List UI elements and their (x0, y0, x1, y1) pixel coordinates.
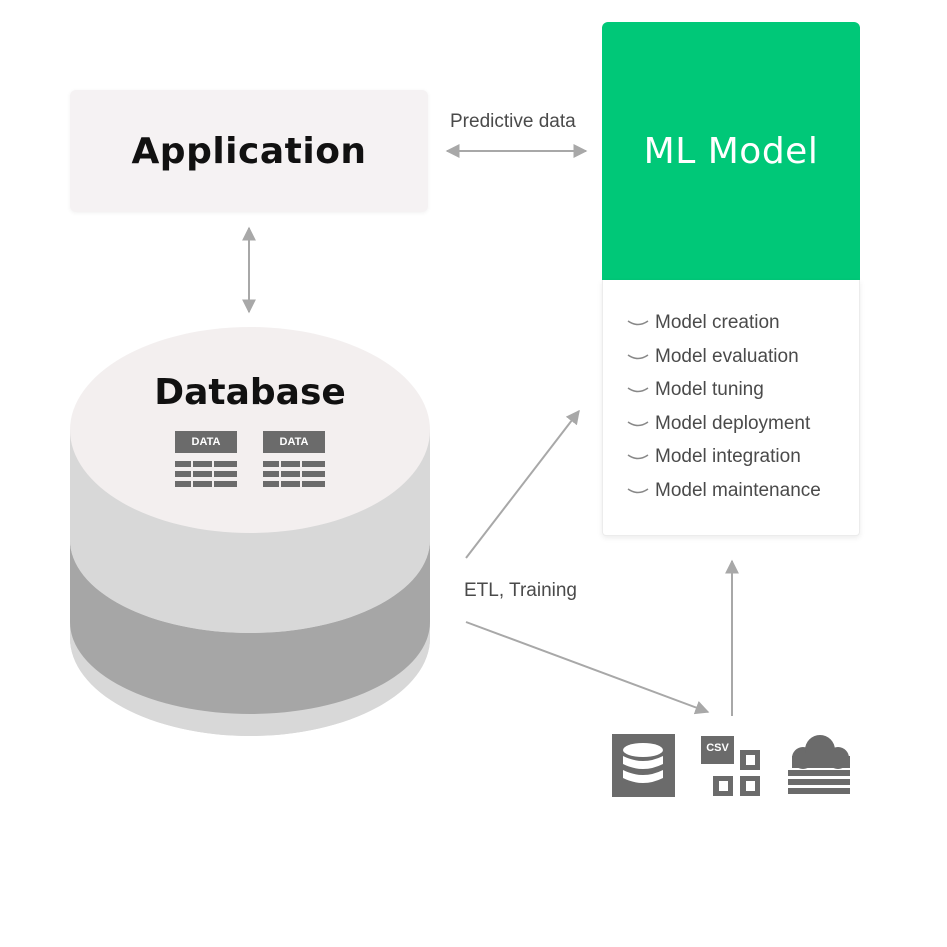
application-box: Application (70, 90, 428, 212)
tick-icon (627, 354, 649, 360)
database-title: Database (154, 372, 346, 413)
list-item: Model deployment (627, 410, 810, 438)
data-table-grid-1 (175, 459, 237, 489)
list-item: Model tuning (627, 376, 764, 404)
list-item: Model maintenance (627, 477, 821, 505)
predictive-data-label: Predictive data (450, 111, 576, 132)
step-label: Model evaluation (655, 346, 799, 367)
csv-label: CSV (701, 736, 734, 764)
arrow-etl-to-ml (465, 409, 580, 559)
step-label: Model tuning (655, 379, 764, 400)
tick-icon (627, 488, 649, 494)
data-table-tag-1: DATA (175, 431, 237, 453)
step-label: Model deployment (655, 413, 811, 434)
tick-icon (627, 320, 649, 326)
ml-model-header: ML Model (602, 22, 860, 280)
ml-model-steps: Model creation Model evaluation Model tu… (602, 280, 860, 536)
tick-icon (627, 454, 649, 460)
etl-training-label: ETL, Training (464, 580, 577, 601)
step-label: Model maintenance (655, 480, 821, 501)
step-label: Model creation (655, 312, 780, 333)
application-title: Application (131, 130, 367, 172)
database-title-wrap: Database (70, 372, 430, 413)
step-label: Model integration (655, 446, 801, 467)
list-item: Model integration (627, 443, 801, 471)
ml-model-title: ML Model (643, 130, 819, 172)
data-table-tag-2: DATA (263, 431, 325, 453)
database-icon (612, 734, 675, 797)
cloud-storage-icon (788, 735, 850, 794)
list-item: Model evaluation (627, 343, 799, 371)
csv-files-icon (713, 750, 760, 796)
tick-icon (627, 387, 649, 393)
list-item: Model creation (627, 309, 780, 337)
database-cylinder (70, 327, 430, 736)
arrow-etl-to-sources (465, 621, 710, 715)
data-table-grid-2 (263, 459, 325, 489)
tick-icon (627, 421, 649, 427)
